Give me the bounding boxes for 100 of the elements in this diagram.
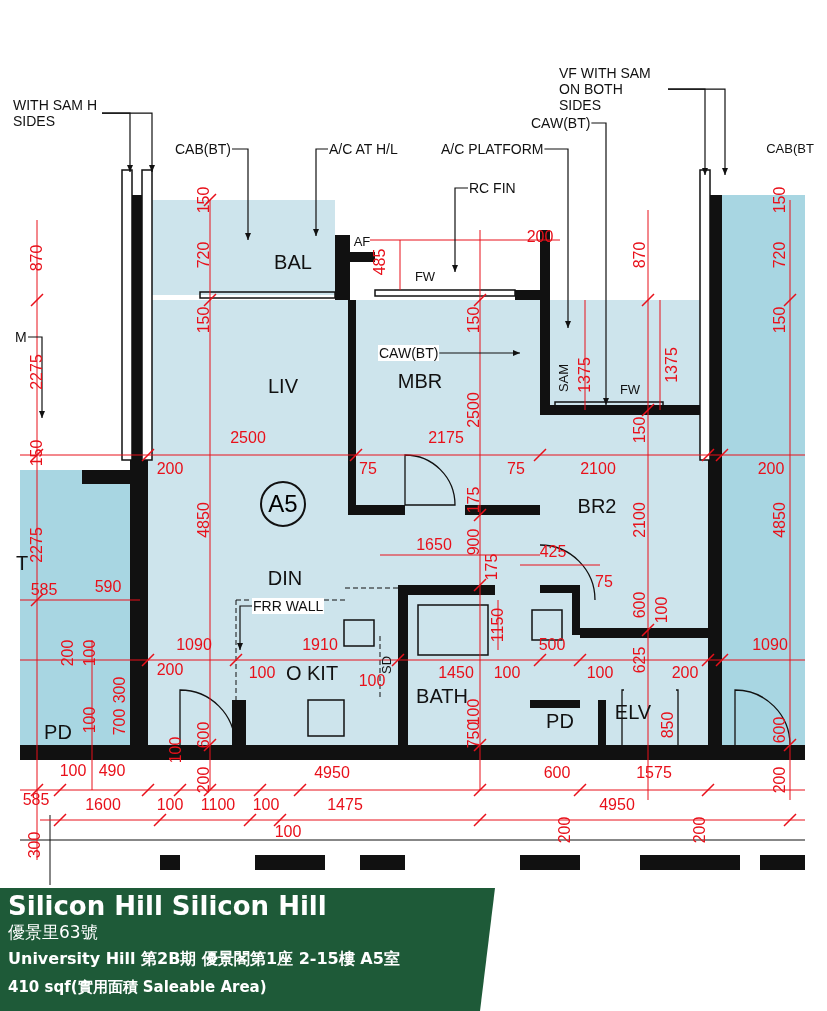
- dimension-label: 100: [59, 763, 87, 779]
- dimension-label: 1450: [438, 665, 474, 681]
- dimension-label: 175: [466, 486, 482, 514]
- dimension-label: 700: [112, 708, 128, 736]
- dimension-label: 1575: [636, 765, 672, 781]
- dimension-label: 4950: [314, 765, 350, 781]
- room-label: O KIT: [285, 663, 339, 683]
- callout-label: A/C PLATFORM: [440, 141, 545, 157]
- room-label: T: [15, 553, 29, 573]
- dimension-label: 100: [586, 665, 614, 681]
- dimension-label: 485: [372, 248, 388, 276]
- wall-label: FW: [619, 382, 641, 396]
- wall-label: SD: [379, 655, 393, 675]
- area-text: 410 sqf(實用面積 Saleable Area): [8, 980, 267, 995]
- wall-label: SAM: [556, 363, 570, 393]
- room-label: BATH: [416, 686, 468, 706]
- dimension-label: 150: [196, 306, 212, 334]
- dimension-label: 1375: [664, 347, 680, 383]
- leader-line: [237, 605, 253, 651]
- dimension-label: 100: [654, 596, 670, 624]
- dimension-label: 75: [359, 461, 377, 477]
- dimension-label: 100: [252, 797, 280, 813]
- dimension-label: 100: [82, 706, 98, 734]
- dimension-label: 75: [595, 574, 613, 590]
- room-label: MBR: [397, 371, 443, 391]
- room-label: BAL: [274, 252, 312, 272]
- dimension-label: 2275: [29, 527, 45, 563]
- address: 優景里63號: [8, 924, 98, 941]
- room-label: DIN: [267, 568, 303, 588]
- dimension-label: 4850: [196, 502, 212, 538]
- dimension-label: 100: [168, 736, 184, 764]
- callout-label: RC FIN: [468, 180, 517, 196]
- dimension-label: 100: [274, 824, 302, 840]
- leader-line: [27, 336, 45, 419]
- dimension-label: 2500: [466, 392, 482, 428]
- dimension-label: 150: [772, 186, 788, 214]
- leader-line: [101, 112, 155, 173]
- callout-label: CAW(BT): [378, 345, 440, 361]
- room-label: PD: [44, 722, 72, 742]
- dimension-label: 2175: [428, 430, 464, 446]
- leader-line: [231, 148, 251, 241]
- wall-label: CAB(BT: [766, 141, 814, 155]
- unit-circle: A5: [260, 481, 306, 527]
- leader-line: [313, 148, 329, 237]
- wall-label: FW: [414, 269, 436, 283]
- dimension-label: 200: [156, 662, 184, 678]
- dimension-label: 100: [156, 797, 184, 813]
- dimension-label: 490: [98, 763, 126, 779]
- dimension-label: 1150: [490, 607, 506, 643]
- callout-label: M: [14, 329, 28, 345]
- dimension-label: 150: [29, 439, 45, 467]
- dimension-label: 590: [94, 579, 122, 595]
- dimension-label: 75: [507, 461, 525, 477]
- dimension-label: 100: [248, 665, 276, 681]
- dimension-label: 200: [526, 229, 554, 245]
- dimension-label: 850: [660, 711, 676, 739]
- callout-label: FRR WALL: [252, 598, 325, 614]
- dimension-label: 200: [757, 461, 785, 477]
- room-label: PD: [546, 711, 574, 731]
- room-label: LIV: [268, 376, 298, 396]
- dimension-label: 200: [772, 766, 788, 794]
- dimension-label: 625: [632, 646, 648, 674]
- dimension-label: 100: [493, 665, 521, 681]
- dimension-label: 150: [466, 306, 482, 334]
- dimension-label: 100: [82, 639, 98, 667]
- dimension-label: 1100: [200, 797, 236, 813]
- dimension-label: 1600: [85, 797, 121, 813]
- dimension-label: 150: [772, 306, 788, 334]
- dimension-label: 150: [632, 416, 648, 444]
- callout-label: A/C AT H/L: [328, 141, 399, 157]
- dimension-label: 1475: [327, 797, 363, 813]
- dimension-label: 600: [632, 591, 648, 619]
- dimension-label: 500: [538, 637, 566, 653]
- dimension-label: 1910: [302, 637, 338, 653]
- dimension-label: 720: [772, 241, 788, 269]
- project-name: Silicon Hill Silicon Hill: [8, 893, 327, 919]
- dimension-label: 200: [196, 766, 212, 794]
- dimension-label: 2500: [230, 430, 266, 446]
- leader-line: [590, 122, 609, 406]
- dimension-label: 200: [692, 816, 708, 844]
- dimension-label: 720: [196, 241, 212, 269]
- leader-line: [438, 350, 521, 356]
- dimension-label: 750: [466, 721, 482, 749]
- dimension-label: 2100: [580, 461, 616, 477]
- dimension-label: 4950: [599, 797, 635, 813]
- dimension-label: 900: [466, 528, 482, 556]
- dimension-label: 600: [196, 721, 212, 749]
- dimension-label: 600: [543, 765, 571, 781]
- dimension-label: 1650: [416, 537, 452, 553]
- dimension-label: 1375: [577, 357, 593, 393]
- room-label: BR2: [577, 496, 617, 516]
- dimension-label: 4850: [772, 502, 788, 538]
- callout-label: CAB(BT): [174, 141, 232, 157]
- leader-line: [452, 187, 469, 273]
- dimension-label: 870: [29, 244, 45, 272]
- unit-address: University Hill 第2B期 優景閣第1座 2-15樓 A5室: [8, 951, 400, 967]
- leader-line: [667, 88, 728, 176]
- dimension-label: 100: [358, 673, 386, 689]
- dimension-label: 150: [196, 186, 212, 214]
- dimension-label: 300: [112, 676, 128, 704]
